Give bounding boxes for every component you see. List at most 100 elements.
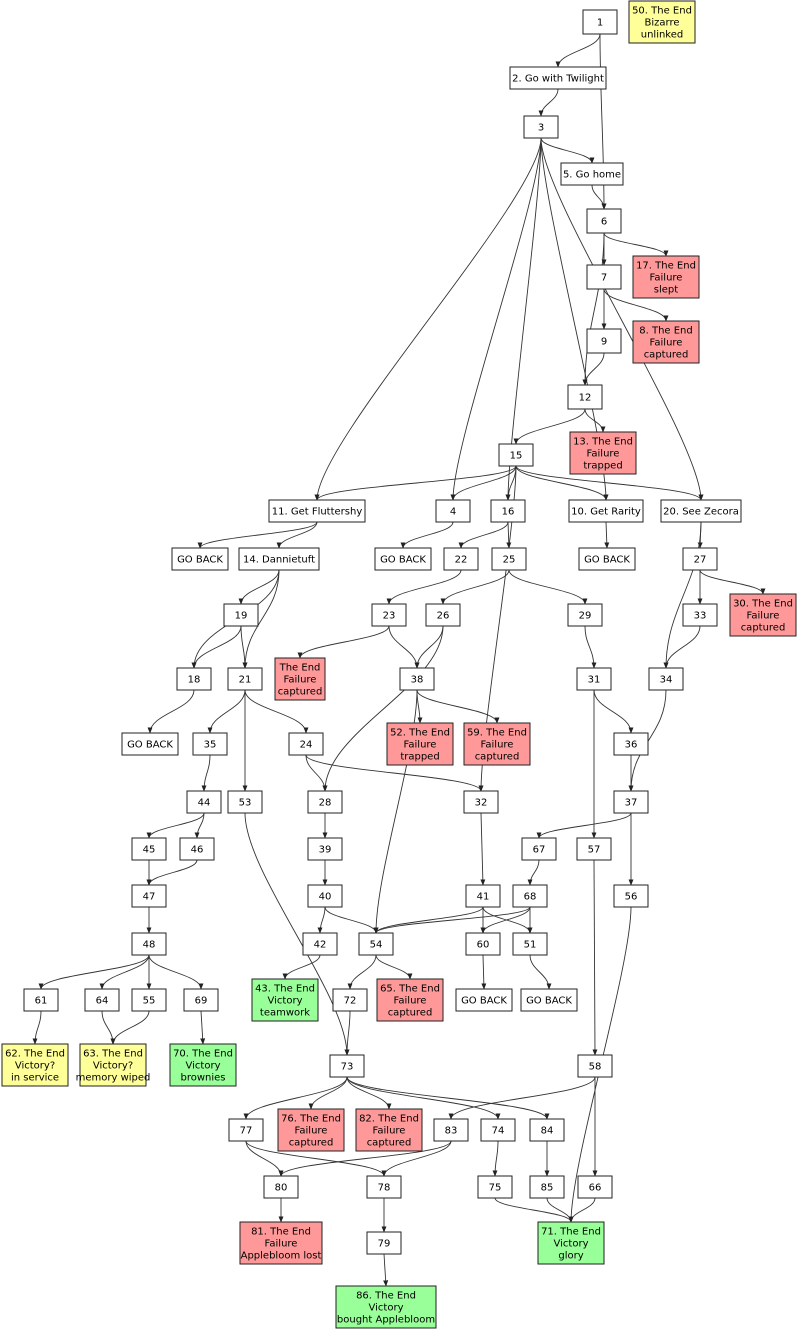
node-label: 62. The End bbox=[5, 1049, 65, 1060]
node-label: captured bbox=[289, 1138, 334, 1149]
node-n79: 79 bbox=[366, 1231, 402, 1255]
node-n28: 28 bbox=[307, 790, 343, 814]
node-label: 40 bbox=[319, 892, 332, 903]
node-label: 47 bbox=[143, 892, 156, 903]
edge-n57-n58 bbox=[592, 859, 598, 1056]
node-box bbox=[512, 884, 548, 908]
node-label: 56 bbox=[625, 892, 638, 903]
node-label: 1 bbox=[597, 18, 603, 29]
node-box bbox=[465, 884, 501, 908]
node-label: GO BACK bbox=[584, 555, 630, 566]
node-label: GO BACK bbox=[177, 555, 223, 566]
node-n68: 68 bbox=[512, 884, 548, 908]
edge-n19-n18 bbox=[191, 625, 242, 669]
node-label: 32 bbox=[475, 798, 488, 809]
node-gb6: GO BACK bbox=[520, 988, 578, 1012]
node-box bbox=[288, 732, 324, 756]
node-label: 57 bbox=[588, 845, 601, 856]
node-label: 17. The End bbox=[636, 261, 696, 272]
node-label: 46 bbox=[191, 845, 204, 856]
edge-n26-n28 bbox=[322, 625, 444, 792]
node-label: 29 bbox=[579, 611, 592, 622]
node-n45: 45 bbox=[131, 837, 167, 861]
node-label: teamwork bbox=[260, 1008, 310, 1019]
node-label: 72 bbox=[344, 996, 357, 1007]
node-label: Victory bbox=[554, 1239, 589, 1250]
node-label: captured bbox=[388, 1008, 433, 1019]
node-label: glory bbox=[558, 1251, 583, 1262]
edge-n77-n78 bbox=[245, 1140, 387, 1177]
node-label: 83 bbox=[445, 1126, 458, 1137]
node-box bbox=[366, 1175, 402, 1199]
node-label: 6 bbox=[601, 217, 607, 228]
node-label: 81. The End bbox=[251, 1227, 311, 1238]
node-box bbox=[131, 884, 167, 908]
node-label: captured bbox=[644, 350, 689, 361]
node-box bbox=[355, 1108, 423, 1152]
node-box bbox=[569, 431, 637, 475]
node-label: Failure bbox=[295, 1126, 328, 1137]
node-label: GO BACK bbox=[526, 996, 572, 1007]
node-box bbox=[523, 115, 559, 139]
node-n4: 4 bbox=[435, 499, 471, 523]
edge-n5-n6 bbox=[591, 184, 607, 210]
node-box bbox=[335, 1285, 437, 1329]
node-n18: 18 bbox=[176, 667, 212, 691]
node-label: Failure bbox=[587, 449, 620, 460]
node-n7: 7 bbox=[586, 264, 622, 290]
node-box bbox=[179, 837, 215, 861]
edge-n25-n29 bbox=[508, 569, 588, 605]
edge-n21-n35 bbox=[207, 689, 246, 734]
edge-n40-n54 bbox=[324, 906, 379, 934]
node-label: in service bbox=[11, 1073, 59, 1084]
node-label: 52. The End bbox=[390, 728, 450, 739]
node-box bbox=[435, 499, 471, 523]
node-box bbox=[576, 667, 612, 691]
node-box bbox=[192, 732, 228, 756]
node-label: 51 bbox=[524, 940, 537, 951]
node-box bbox=[1, 1043, 69, 1087]
edge-n1-n2 bbox=[555, 33, 601, 68]
node-box bbox=[586, 328, 622, 354]
node-label: 79 bbox=[378, 1239, 391, 1250]
node-box bbox=[425, 603, 461, 627]
edge-n15-n10 bbox=[515, 465, 609, 501]
node-label: 26 bbox=[437, 611, 450, 622]
node-label: Applebloom lost bbox=[241, 1251, 322, 1262]
node-box bbox=[374, 547, 432, 571]
node-n48: 48 bbox=[131, 932, 167, 956]
node-box bbox=[490, 499, 526, 523]
node-label: Victory bbox=[369, 1303, 404, 1314]
node-label: trapped bbox=[583, 461, 622, 472]
node-label: captured bbox=[367, 1138, 412, 1149]
node-box bbox=[568, 499, 644, 523]
node-box bbox=[512, 932, 548, 956]
node-n84: 84 bbox=[529, 1118, 565, 1142]
node-n14: 14. Dannietuft bbox=[238, 547, 320, 571]
node-label: 13. The End bbox=[573, 437, 633, 448]
node-box bbox=[560, 162, 624, 186]
edge-n16-n22 bbox=[458, 521, 509, 549]
node-box bbox=[183, 988, 219, 1012]
node-box bbox=[529, 1175, 565, 1199]
node-box bbox=[529, 1118, 565, 1142]
node-label: 50. The End bbox=[632, 6, 692, 17]
edge-n48-n64 bbox=[99, 954, 150, 990]
node-label: 71. The End bbox=[541, 1227, 601, 1238]
node-label: 74 bbox=[492, 1126, 505, 1137]
node-n12: 12 bbox=[567, 384, 603, 410]
node-box bbox=[227, 667, 263, 691]
edge-n73-n77 bbox=[243, 1076, 348, 1120]
node-box bbox=[307, 884, 343, 908]
node-n20: 20. See Zecora bbox=[660, 499, 742, 523]
node-box bbox=[274, 657, 326, 701]
edge-n54-n65 bbox=[375, 954, 413, 980]
node-box bbox=[371, 603, 407, 627]
node-label: 53 bbox=[239, 798, 252, 809]
edge-n60-gb5 bbox=[481, 954, 487, 990]
node-label: 22 bbox=[455, 555, 468, 566]
node-label: 37 bbox=[625, 798, 638, 809]
